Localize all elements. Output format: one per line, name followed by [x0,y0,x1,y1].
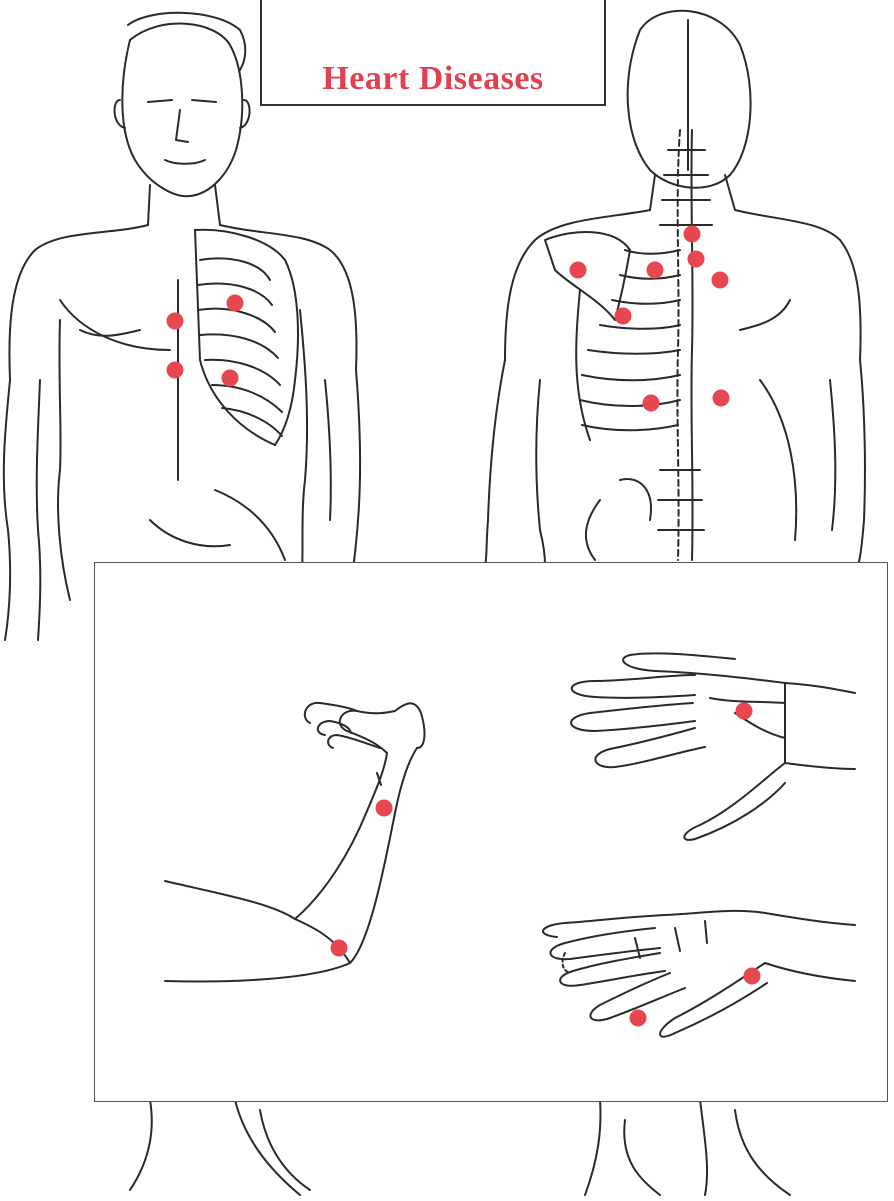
acupoint-marker [688,251,705,268]
acupoint-marker [713,390,730,407]
acupoint-marker [630,1010,647,1027]
acupoint-marker [376,800,393,817]
acupoint-marker [647,262,664,279]
acupoint-marker [643,395,660,412]
acupoint-marker [227,295,244,312]
acupoint-marker [712,272,729,289]
acupoint-marker [167,313,184,330]
acupoint-marker [222,370,239,387]
acupoint-marker [570,262,587,279]
acupoint-marker [331,940,348,957]
acupoint-marker [167,362,184,379]
acupoint-marker [744,968,761,985]
acupoint-marker [736,703,753,720]
acupoint-marker [684,226,701,243]
acupoint-marker [615,308,632,325]
